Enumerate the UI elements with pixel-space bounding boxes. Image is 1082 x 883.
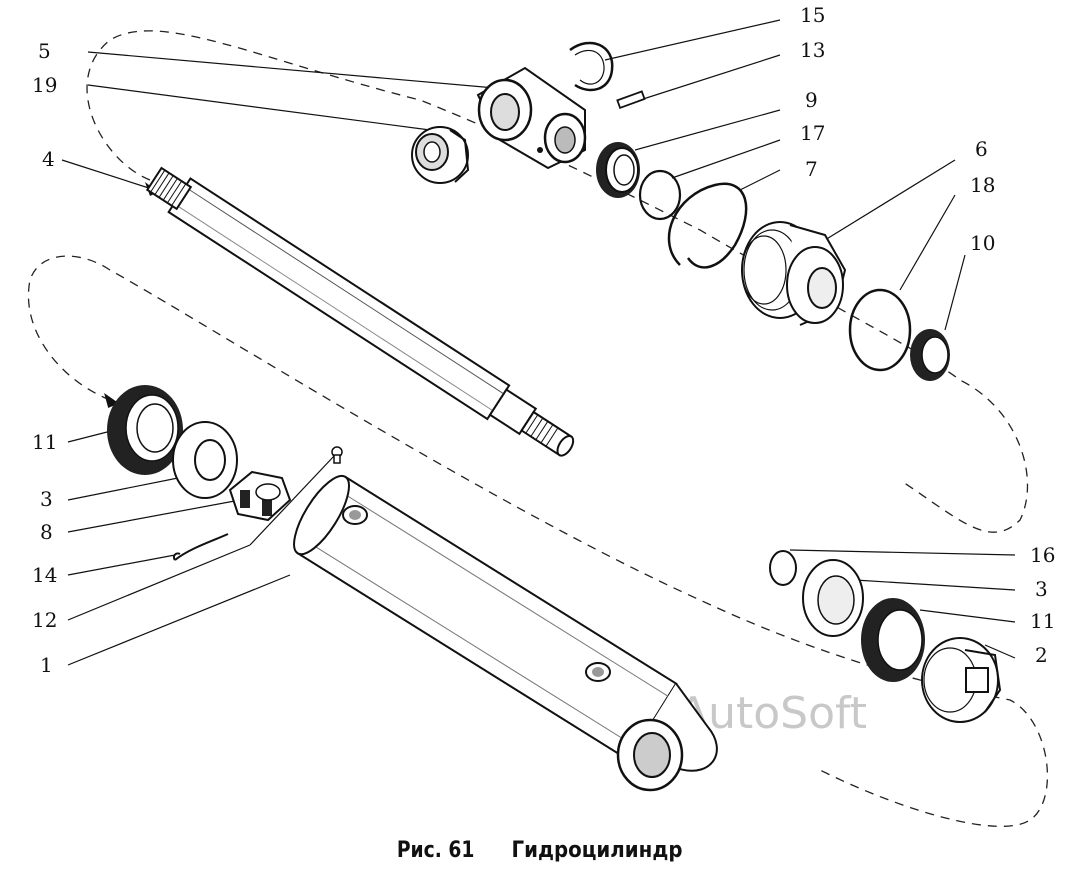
callout-3-right: 3: [1035, 577, 1048, 601]
piston-rod-part-4: [145, 166, 575, 457]
callout-16: 16: [1030, 543, 1055, 567]
leader-16: [789, 549, 1016, 556]
callout-14: 14: [32, 563, 57, 587]
callout-11-right: 11: [1030, 609, 1055, 633]
bushing-part-9: [596, 142, 640, 198]
cylinder-body-part-1: [293, 474, 718, 792]
split-ring-part-7: [667, 182, 748, 269]
pin-part-13: [616, 90, 646, 110]
leader-18: [899, 194, 956, 291]
leader-3a: [67, 477, 179, 501]
callout-4: 4: [42, 147, 55, 171]
leader-7: [739, 169, 781, 191]
leader-13: [639, 54, 781, 101]
leader-3b: [854, 579, 1016, 591]
seal-part-11-right: [861, 598, 925, 682]
callout-7: 7: [805, 157, 818, 181]
callout-3-left: 3: [40, 487, 53, 511]
snap-ring-part-15-inner: [574, 49, 605, 85]
leader-12b: [249, 454, 336, 546]
leader-11b: [919, 609, 1016, 623]
leader-17: [671, 139, 781, 179]
cotter-pin-part-14: [172, 533, 229, 561]
callout-15: 15: [800, 3, 825, 27]
leader-10: [944, 254, 966, 331]
leader-2: [984, 644, 1016, 659]
upper-assembly-path: [86, 30, 1028, 533]
leader-12a: [67, 544, 251, 621]
nut-part-2: [921, 637, 1002, 723]
callout-9: 9: [805, 88, 818, 112]
o-ring-part-17: [638, 169, 682, 221]
callout-labels: 15 13 5 19 9 17 4 7 6 18 10 11 3 8 14 12…: [32, 3, 1055, 677]
callout-1: 1: [40, 653, 53, 677]
grease-fitting-part-12: [331, 446, 343, 464]
callout-13: 13: [800, 38, 825, 62]
nut-part-19: [411, 126, 470, 184]
leader-1: [67, 574, 291, 666]
lower-assembly-path: [27, 255, 1049, 827]
leader-19: [87, 84, 431, 131]
o-ring-part-18: [848, 288, 912, 372]
leader-5: [87, 51, 496, 89]
callout-11-left: 11: [32, 430, 57, 454]
callout-10: 10: [970, 231, 995, 255]
leader-4: [61, 159, 156, 191]
callout-6: 6: [975, 137, 988, 161]
washer-part-3-left: [172, 421, 238, 499]
callout-5: 5: [38, 39, 51, 63]
seal-part-11-left: [107, 385, 183, 475]
callout-12: 12: [32, 608, 57, 632]
leader-15: [604, 19, 781, 61]
assembly-path-lines: [27, 30, 1049, 827]
leader-14: [67, 554, 176, 576]
leader-6: [824, 159, 956, 241]
callout-19: 19: [32, 73, 57, 97]
o-ring-part-16: [769, 550, 797, 586]
piston-part-6: [741, 221, 847, 326]
leader-9: [634, 109, 781, 151]
castle-nut-part-8: [228, 470, 292, 522]
callout-8: 8: [40, 520, 53, 544]
leader-8: [67, 499, 241, 533]
washer-part-3-right: [802, 559, 864, 637]
callout-2: 2: [1035, 643, 1048, 667]
snap-ring-part-15: [569, 41, 614, 92]
rod-eye-part-5: [476, 66, 587, 170]
seal-part-10: [910, 329, 950, 381]
figure-title: Гидроцилиндр: [511, 838, 683, 863]
leader-lines: [61, 19, 1016, 666]
figure-number: Рис. 61: [396, 838, 474, 863]
figure-caption: Рис. 61 Гидроцилиндр: [0, 838, 1082, 863]
callout-18: 18: [970, 173, 995, 197]
callout-17: 17: [800, 121, 825, 145]
